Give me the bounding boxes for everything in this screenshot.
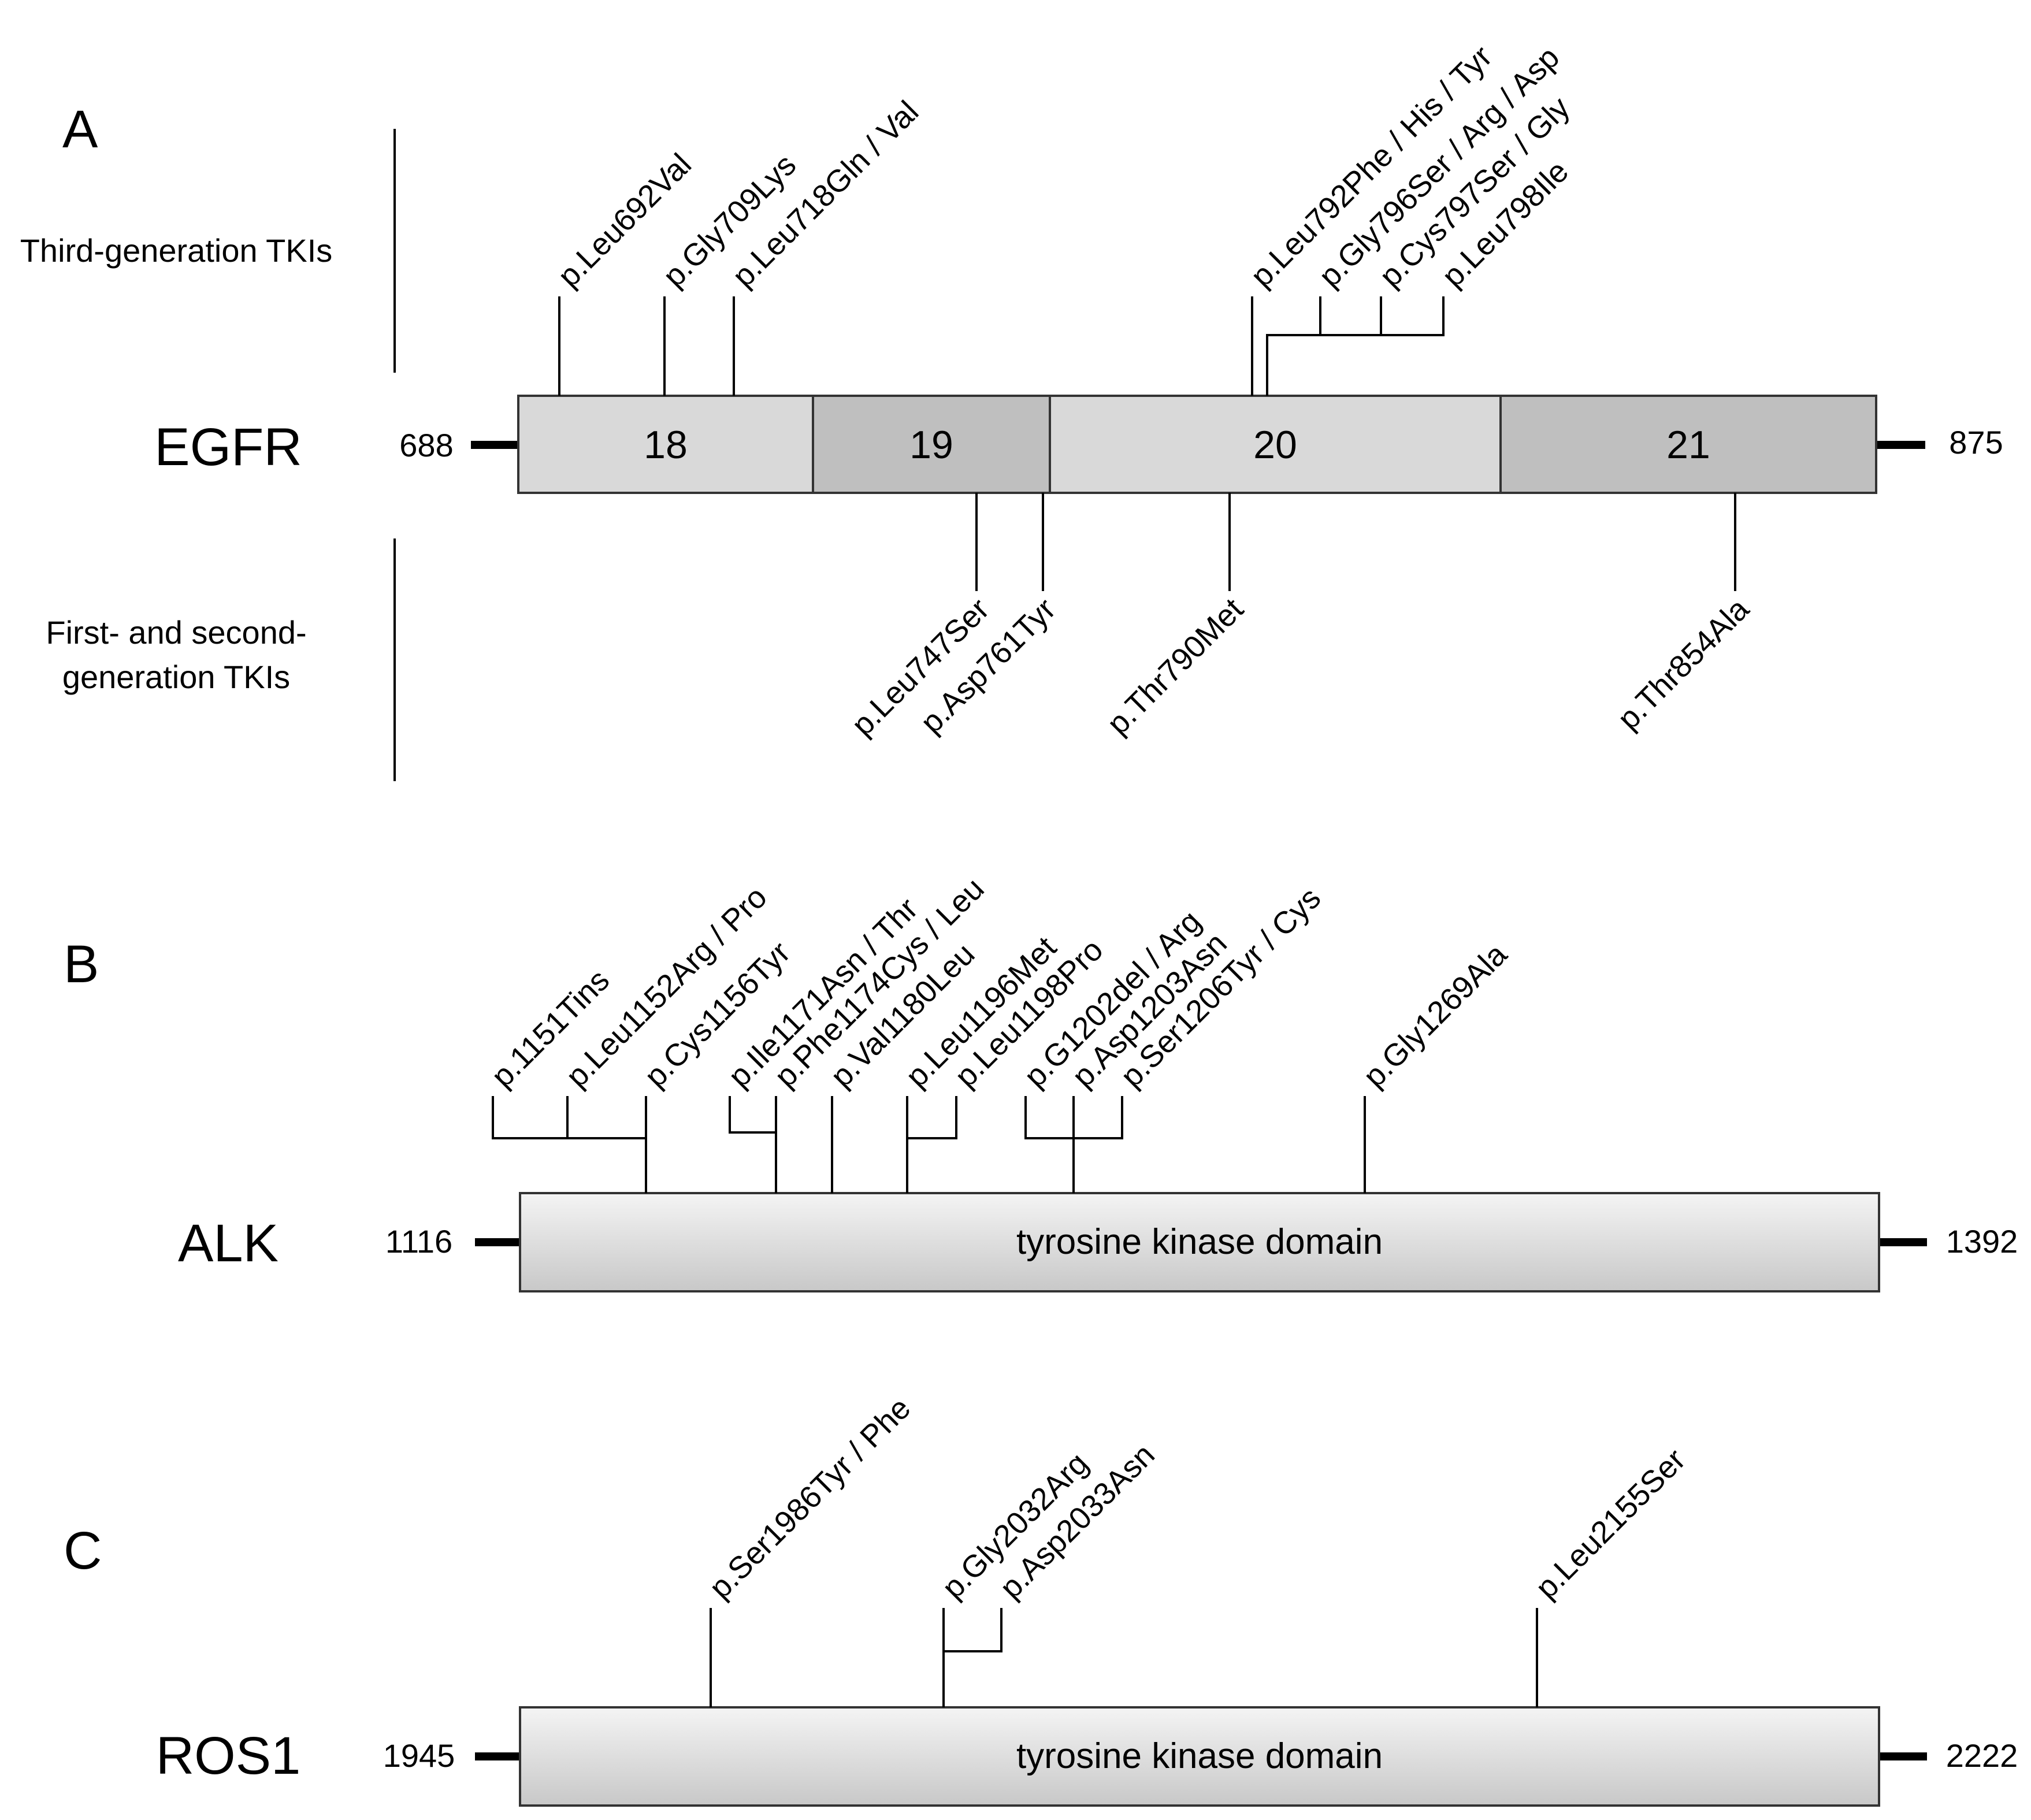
exon-19-label: 19	[909, 423, 953, 467]
gene-name-ros1: ROS1	[156, 1726, 301, 1785]
first-second-gen-label-line1: First- and second-	[46, 614, 306, 651]
alk-kinase-domain-label: tyrosine kinase domain	[1016, 1222, 1383, 1262]
gene-name-alk: ALK	[178, 1214, 279, 1273]
mutation-group-bracket	[729, 1096, 776, 1134]
egfr-start-position: 688	[399, 427, 453, 463]
panel-a-letter: A	[62, 100, 98, 159]
exon-21-label: 21	[1666, 423, 1710, 467]
first-second-gen-label-line2: generation TKIs	[62, 659, 290, 695]
third-gen-label: Third-generation TKIs	[20, 232, 333, 269]
mutation-label: p.Gly1269Ala	[1357, 937, 1514, 1094]
exon-20-box	[1049, 395, 1502, 494]
mutation-group-bracket	[492, 1096, 646, 1139]
exon-18-label: 18	[644, 423, 688, 467]
alk-kinase-domain-box	[519, 1192, 1880, 1292]
panel-c-letter: C	[64, 1521, 102, 1580]
mutation-label: p.Leu2155Ser	[1529, 1442, 1692, 1605]
mutation-group-bracket	[942, 1608, 1002, 1652]
ros1-start-position: 1945	[383, 1737, 455, 1774]
ros1-kinase-domain-label: tyrosine kinase domain	[1016, 1736, 1383, 1776]
panel-b-letter: B	[64, 935, 99, 994]
mutation-group-bracket	[1266, 296, 1445, 396]
panel-b: B ALK 1116 1392 tyrosine kinase domain p…	[64, 871, 2018, 1292]
panel-a: A Third-generation TKIs First- and secon…	[20, 39, 2003, 781]
exon-18-box	[517, 395, 814, 494]
mutation-label-bottom: p.Thr854Ala	[1611, 591, 1756, 736]
panel-c: C ROS1 1945 2222 tyrosine kinase domain …	[64, 1391, 2018, 1807]
ros1-end-position: 2222	[1946, 1737, 2018, 1774]
exon-21-box	[1499, 395, 1877, 494]
ros1-kinase-domain-box	[519, 1706, 1880, 1807]
gene-name-egfr: EGFR	[154, 418, 302, 477]
mutation-label-bottom: p.Thr790Met	[1101, 592, 1250, 741]
mutation-label: p.Ser1986Tyr / Phe	[703, 1391, 917, 1605]
alk-end-position: 1392	[1946, 1223, 2018, 1260]
alk-start-position: 1116	[385, 1223, 452, 1260]
egfr-end-position: 875	[1949, 424, 2003, 460]
exon-19-box	[812, 395, 1051, 494]
exon-20-label: 20	[1253, 423, 1297, 467]
mutation-group-bracket	[906, 1096, 957, 1139]
